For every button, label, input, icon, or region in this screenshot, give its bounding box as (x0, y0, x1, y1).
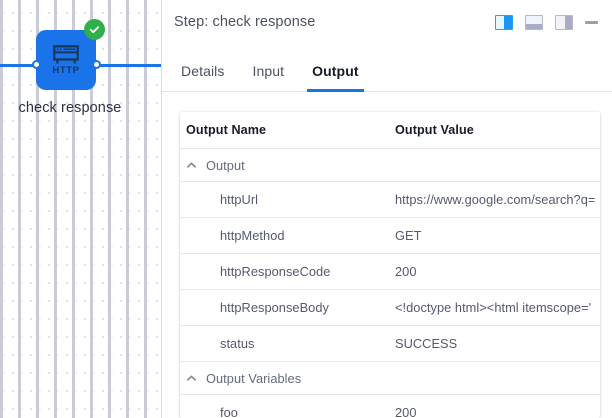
output-table: Output Name Output Value (180, 112, 600, 418)
output-value-cell: 200 (395, 394, 600, 418)
table-row[interactable]: httpUrl https://www.google.com/search?q= (180, 181, 600, 218)
column-header-output-value: Output Value (395, 112, 600, 149)
column-header-output-name: Output Name (180, 112, 395, 149)
output-name-cell: httpResponseCode (180, 253, 395, 290)
layout-bottom-icon[interactable] (525, 14, 543, 30)
chevron-up-icon[interactable] (186, 160, 197, 171)
table-group-row[interactable]: Output (180, 149, 600, 182)
output-value-cell: GET (395, 217, 600, 254)
layout-split-icon[interactable] (495, 14, 513, 30)
node-name-label: check response (18, 100, 122, 116)
panel-title: Step: check response (174, 14, 316, 30)
output-name-cell: httpUrl (180, 181, 395, 218)
table-header-row: Output Name Output Value (180, 112, 600, 149)
output-value-cell: <!doctype html><html itemscope=' (395, 289, 600, 326)
panel-header-actions (495, 14, 598, 30)
node-output-port[interactable] (92, 60, 101, 69)
output-name-cell: httpMethod (180, 217, 395, 254)
output-value-cell: SUCCESS (395, 325, 600, 362)
table-row[interactable]: httpMethod GET (180, 217, 600, 254)
group-label: Output (206, 158, 245, 173)
panel-header: Step: check response (162, 0, 612, 44)
checkmark-icon (89, 26, 100, 34)
node-type-label: HTTP (52, 64, 80, 76)
tab-details[interactable]: Details (181, 63, 225, 79)
tab-input[interactable]: Input (252, 63, 285, 79)
table-group-row[interactable]: Output Variables (180, 362, 600, 395)
output-name-cell: httpResponseBody (180, 289, 395, 326)
browser-window-icon (53, 44, 79, 64)
panel-content: Output Name Output Value (162, 92, 612, 418)
layout-right-icon[interactable] (555, 14, 573, 30)
panel-tabs: Details Input Output (162, 44, 612, 92)
minimize-icon[interactable] (585, 20, 598, 24)
node-input-port[interactable] (32, 60, 41, 69)
node-status-success-icon (84, 19, 105, 40)
tab-output[interactable]: Output (307, 63, 365, 92)
output-value-cell: https://www.google.com/search?q= (395, 181, 600, 218)
table-row[interactable]: status SUCCESS (180, 325, 600, 362)
output-table-card: Output Name Output Value (180, 112, 600, 418)
chevron-up-icon[interactable] (186, 373, 197, 384)
group-label: Output Variables (206, 371, 302, 386)
table-row[interactable]: httpResponseCode 200 (180, 253, 600, 290)
output-name-cell: status (180, 325, 395, 362)
output-value-cell: 200 (395, 253, 600, 290)
workflow-canvas[interactable]: HTTP check response (0, 0, 161, 418)
output-name-cell: foo (180, 394, 395, 418)
workflow-node-http[interactable]: HTTP (36, 30, 96, 90)
step-details-panel: Step: check response Details Input Outpu… (161, 0, 612, 418)
table-row[interactable]: foo 200 (180, 394, 600, 418)
table-row[interactable]: httpResponseBody <!doctype html><html it… (180, 289, 600, 326)
